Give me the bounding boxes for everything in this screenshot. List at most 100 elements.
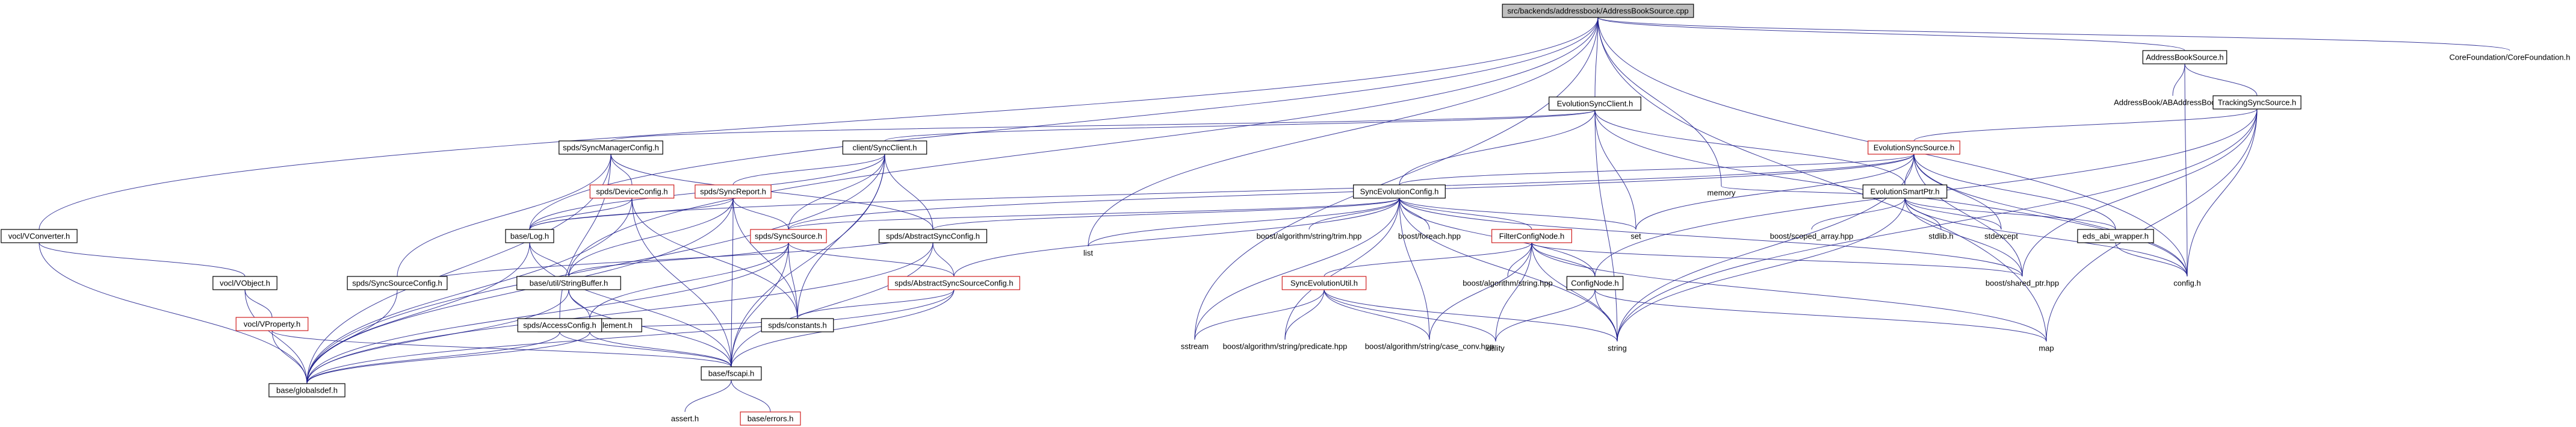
node-label: string (1608, 344, 1627, 353)
edge-seconf-to-list (1088, 198, 1400, 247)
node-gbl[interactable]: base/globalsdef.h (268, 383, 345, 397)
edge-absssc-to-gbl (306, 289, 955, 384)
node-client[interactable]: client/SyncClient.h (842, 140, 927, 155)
node-accconf[interactable]: spds/AccessConfig.h (517, 318, 602, 332)
edge-seconf-to-absssc (953, 198, 1400, 277)
node-fcnode[interactable]: FilterConfigNode.h (1491, 229, 1573, 243)
edge-vprop-to-gbl (271, 330, 308, 384)
node-seconf[interactable]: SyncEvolutionConfig.h (1353, 184, 1446, 199)
edge-devconf-to-constants (631, 198, 798, 319)
node-absssc[interactable]: spds/AbstractSyncSourceConfig.h (888, 276, 1020, 290)
node-cnode[interactable]: ConfigNode.h (1566, 276, 1624, 290)
edge-seconf-to-abssc (932, 198, 1400, 230)
node-label: boost/scoped_array.hpp (1770, 232, 1854, 241)
node-assert: assert.h (671, 414, 699, 423)
node-label: boost/shared_ptr.hpp (1986, 279, 2059, 288)
node-box (761, 318, 834, 332)
node-label: memory (1708, 189, 1736, 198)
edge-arrel-to-gbl (306, 331, 590, 384)
node-label: vocl/VObject.h (220, 279, 270, 288)
edge-absssc-to-constants (797, 289, 955, 319)
node-label: SyncEvolutionUtil.h (1290, 279, 1358, 288)
edge-seutil-to-utility (1324, 289, 1496, 342)
node-esclient[interactable]: EvolutionSyncClient.h (1549, 96, 1641, 111)
edge-devconf-to-log (529, 198, 633, 230)
node-label: base/util/StringBuffer.h (530, 279, 608, 288)
node-box (695, 184, 772, 199)
edge-smartptr-to-scoped (1811, 198, 1906, 230)
edge-fscapi-to-errors (731, 379, 771, 413)
edge-ssconf-to-abssc (397, 229, 933, 290)
node-config: config.h (2173, 279, 2201, 288)
edge-accconf-to-gbl (306, 331, 560, 384)
node-label: AddressBook/ABAddressBookC.h (2114, 98, 2232, 107)
edge-seconf-to-sstream (1194, 198, 1400, 340)
edge-tracking-to-map (2046, 108, 2258, 342)
node-box (1502, 4, 1694, 18)
edge-root-to-memory (1597, 17, 1722, 187)
node-box (701, 366, 762, 381)
node-evsrc[interactable]: EvolutionSyncSource.h (1868, 140, 1960, 155)
edge-smconf-to-ssconf (397, 154, 611, 277)
edge-root-to-absrc (1597, 17, 2185, 51)
edge-sreport-to-constants (732, 198, 798, 319)
edge-root-to-esclient (1594, 17, 1599, 98)
edge-fcnode-to-caseconv (1429, 242, 1532, 340)
edge-esclient-to-set (1594, 110, 1636, 230)
node-vobject[interactable]: vocl/VObject.h (212, 276, 277, 290)
node-vprop[interactable]: vocl/VProperty.h (235, 317, 309, 331)
node-strbuf[interactable]: base/util/StringBuffer.h (516, 276, 621, 290)
node-vcconv[interactable]: vocl/VConverter.h (1, 229, 78, 243)
edge-sreport-to-gbl (306, 198, 734, 384)
node-box (750, 229, 827, 243)
node-eds[interactable]: eds_abi_wrapper.h (2077, 229, 2154, 243)
edge-evsrc-to-string (1617, 154, 1915, 342)
edge-fcnode-to-shared (1531, 242, 2023, 277)
node-sreport[interactable]: spds/SyncReport.h (695, 184, 772, 199)
edge-syncsrc-to-constants (788, 242, 798, 319)
node-root[interactable]: src/backends/addressbook/AddressBookSour… (1502, 4, 1694, 18)
node-ssconf[interactable]: spds/SyncSourceConfig.h (347, 276, 448, 290)
edge-log-to-fscapi (529, 242, 732, 367)
edge-cnode-to-utility (1495, 289, 1596, 342)
edge-syncsrc-to-strbuf (568, 242, 789, 277)
node-tracking[interactable]: TrackingSyncSource.h (2212, 95, 2302, 110)
edge-seconf-to-foreach (1399, 198, 1430, 230)
edge-client-to-sreport (732, 154, 885, 185)
node-box (878, 229, 988, 243)
edge-client-to-abssc (884, 154, 933, 230)
node-fscapi[interactable]: base/fscapi.h (701, 366, 762, 381)
node-errors[interactable]: base/errors.h (740, 411, 801, 426)
node-box (589, 184, 675, 199)
node-devconf[interactable]: spds/DeviceConfig.h (589, 184, 675, 199)
node-absrc[interactable]: AddressBookSource.h (2142, 50, 2228, 64)
node-label: spds/SyncReport.h (700, 187, 766, 196)
node-syncsrc[interactable]: spds/SyncSource.h (750, 229, 827, 243)
edge-cnode-to-string (1594, 289, 1618, 342)
node-label: assert.h (671, 414, 699, 423)
node-label: ConfigNode.h (1571, 279, 1619, 288)
node-box (1868, 140, 1960, 155)
edge-root-to-map (1597, 17, 2047, 342)
node-abssc[interactable]: spds/AbstractSyncConfig.h (878, 229, 988, 243)
node-smconf[interactable]: spds/SyncManagerConfig.h (559, 140, 663, 155)
edge-fcnode-to-cnode (1531, 242, 1596, 277)
node-box (235, 317, 309, 331)
edge-arrel-to-fscapi (589, 331, 732, 367)
edge-sreport-to-strbuf (568, 198, 734, 277)
edge-tracking-to-config (2187, 108, 2258, 277)
edge-evsrc-to-seconf (1399, 154, 1915, 185)
node-stdexcept: stdexcept (1984, 232, 2018, 241)
node-label: FilterConfigNode.h (1499, 232, 1564, 241)
node-log[interactable]: base/Log.h (505, 229, 554, 243)
edge-vcconv-to-vobject (39, 242, 246, 277)
node-constants[interactable]: spds/constants.h (761, 318, 834, 332)
node-label: base/fscapi.h (708, 369, 755, 378)
edge-smartptr-to-stdexcept (1904, 198, 2002, 230)
node-smartptr[interactable]: EvolutionSmartPtr.h (1862, 184, 1948, 199)
node-box (559, 140, 663, 155)
node-seutil[interactable]: SyncEvolutionUtil.h (1281, 276, 1367, 290)
edge-syncsrc-to-arrel (589, 242, 789, 319)
node-map: map (2039, 344, 2054, 353)
